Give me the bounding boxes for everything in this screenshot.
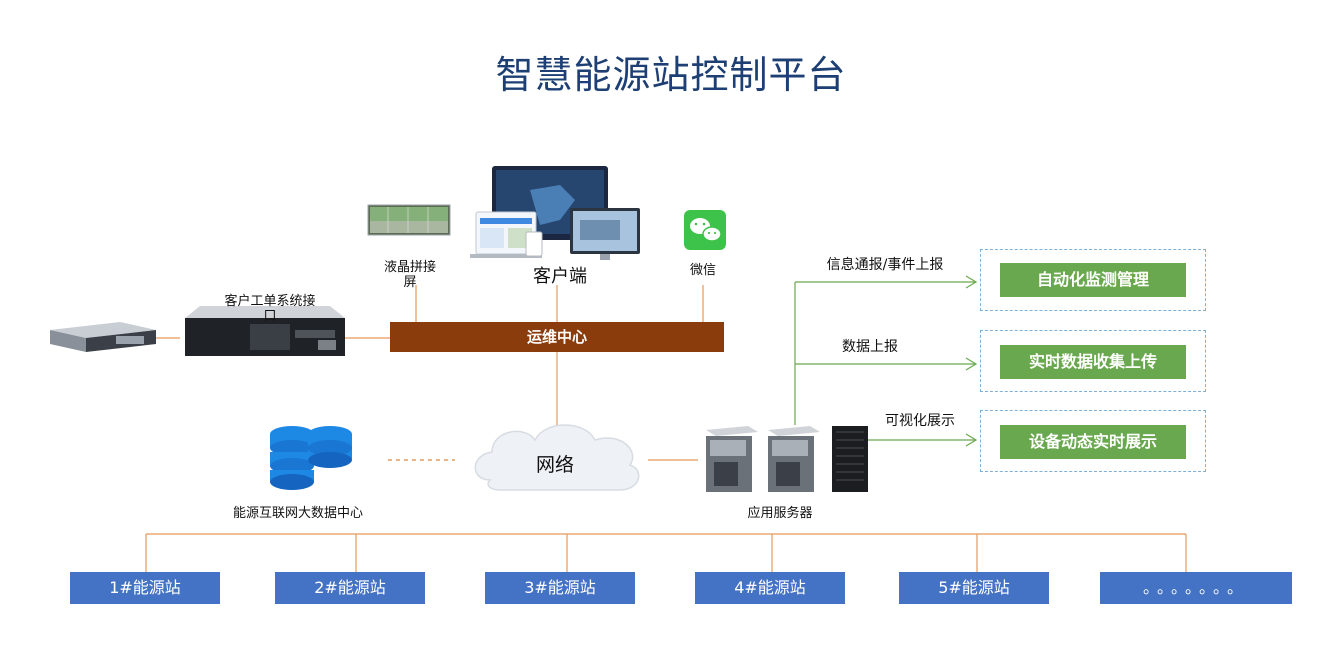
flow-box-frame: 自动化监测管理 <box>980 249 1206 311</box>
database-icon <box>270 426 352 490</box>
flow-label: 可视化展示 <box>885 413 955 429</box>
flow-box: 实时数据收集上传 <box>1000 345 1186 379</box>
wechat-icon <box>684 210 726 250</box>
station-box: 4#能源站 <box>695 572 845 604</box>
flow-box: 自动化监测管理 <box>1000 263 1186 297</box>
arrowhead-icon <box>965 433 978 447</box>
station-box: 3#能源站 <box>485 572 635 604</box>
client-label: 客户端 <box>533 266 587 287</box>
lcd-wall-label: 液晶拼接屏 <box>383 260 436 290</box>
flow-box-frame: 实时数据收集上传 <box>980 330 1206 392</box>
tower-server-icon <box>768 426 820 492</box>
arrowhead-icon <box>965 275 978 289</box>
flow-label: 信息通报/事件上报 <box>826 257 944 273</box>
lcd-wall-icon <box>367 204 451 236</box>
tower-server-icon <box>706 426 758 492</box>
station-box-more: 。。。。。。。 <box>1100 572 1292 604</box>
flow-box: 设备动态实时展示 <box>1000 425 1186 459</box>
page-title: 智慧能源站控制平台 <box>495 53 847 97</box>
server-rack-icon <box>50 322 156 352</box>
app-server-label: 应用服务器 <box>747 506 813 521</box>
ops-center-bar: 运维中心 <box>390 322 724 352</box>
work-order-label: 客户工单系统接口 <box>224 294 316 324</box>
big-data-label: 能源互联网大数据中心 <box>232 506 363 521</box>
server-rack-icon <box>185 306 345 356</box>
arrowhead-icon <box>965 357 978 371</box>
cloud-icon <box>474 424 640 491</box>
flow-label: 数据上报 <box>842 339 898 355</box>
flow-box-frame: 设备动态实时展示 <box>980 410 1206 472</box>
station-box: 1#能源站 <box>70 572 220 604</box>
wechat-label: 微信 <box>689 263 716 278</box>
monitor-icon <box>470 166 640 260</box>
tower-server-icon <box>832 426 868 492</box>
network-label: 网络 <box>535 454 574 476</box>
station-box: 5#能源站 <box>899 572 1049 604</box>
station-box: 2#能源站 <box>275 572 425 604</box>
